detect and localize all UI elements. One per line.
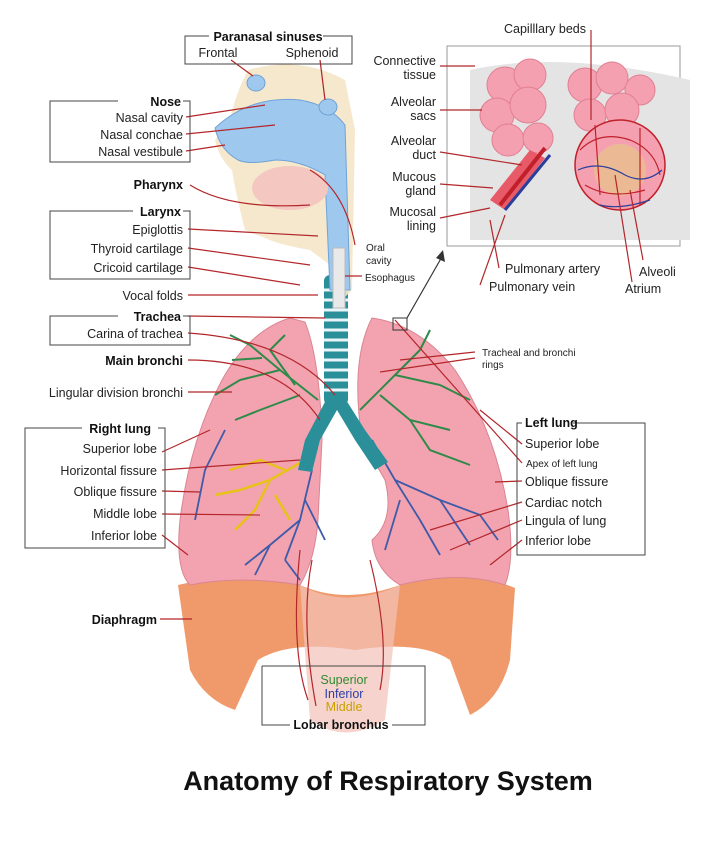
label-connective-tissue-1: Connective bbox=[373, 54, 436, 68]
label-thyroid-cartilage: Thyroid cartilage bbox=[91, 242, 183, 256]
label-trachea: Trachea bbox=[134, 310, 182, 324]
sphenoid-sinus-shape bbox=[318, 98, 338, 116]
label-superior-lobe-right: Superior lobe bbox=[83, 442, 157, 456]
label-esophagus: Esophagus bbox=[365, 273, 415, 284]
label-right-lung: Right lung bbox=[89, 422, 151, 436]
label-capillary-beds: Capilllary beds bbox=[504, 22, 586, 36]
label-lobar-middle: Middle bbox=[326, 700, 363, 714]
label-nasal-vestibule: Nasal vestibule bbox=[98, 145, 183, 159]
label-alveolar-sacs-2: sacs bbox=[410, 109, 436, 123]
page-title: Anatomy of Respiratory System bbox=[183, 766, 593, 796]
label-tracheal-rings-1: Tracheal and bronchi bbox=[482, 348, 576, 359]
label-tracheal-rings-2: rings bbox=[482, 360, 504, 371]
label-vocal-folds: Vocal folds bbox=[123, 289, 183, 303]
right-middle-bronchi bbox=[214, 458, 306, 531]
label-sphenoid: Sphenoid bbox=[286, 46, 339, 60]
label-lobar-superior: Superior bbox=[320, 673, 367, 687]
label-main-bronchi: Main bronchi bbox=[105, 354, 183, 368]
label-paranasal-sinuses: Paranasal sinuses bbox=[213, 30, 322, 44]
label-oblique-fissure-right: Oblique fissure bbox=[74, 485, 157, 499]
right-lung-shape bbox=[178, 317, 323, 586]
label-lobar-inferior: Inferior bbox=[325, 687, 364, 701]
label-nasal-conchae: Nasal conchae bbox=[100, 128, 183, 142]
label-oral-cavity-2: cavity bbox=[366, 256, 392, 267]
label-oblique-fissure-left: Oblique fissure bbox=[525, 475, 608, 489]
label-connective-tissue-2: tissue bbox=[403, 68, 436, 82]
label-mucous-gland-1: Mucous bbox=[392, 170, 436, 184]
label-mucosal-lining-2: lining bbox=[407, 219, 436, 233]
label-oral-cavity-1: Oral bbox=[366, 243, 385, 254]
leader-lines bbox=[160, 30, 644, 707]
label-lingular-division: Lingular division bronchi bbox=[49, 386, 183, 400]
label-atrium: Atrium bbox=[625, 282, 661, 296]
left-inferior-bronchi bbox=[371, 439, 499, 556]
frontal-sinus-shape bbox=[246, 74, 266, 92]
label-frontal: Frontal bbox=[199, 46, 238, 60]
main-bronchi-shape bbox=[298, 400, 388, 472]
label-inferior-lobe-left: Inferior lobe bbox=[525, 534, 591, 548]
label-superior-lobe-left: Superior lobe bbox=[525, 437, 599, 451]
label-mucosal-lining-1: Mucosal bbox=[389, 205, 436, 219]
label-pulmonary-vein: Pulmonary vein bbox=[489, 280, 575, 294]
label-nasal-cavity: Nasal cavity bbox=[116, 111, 184, 125]
label-inferior-lobe-right: Inferior lobe bbox=[91, 529, 157, 543]
label-cardiac-notch: Cardiac notch bbox=[525, 496, 602, 510]
label-lingula: Lingula of lung bbox=[525, 514, 606, 528]
label-apex-left-lung: Apex of left lung bbox=[526, 459, 598, 470]
nasal-airway-shape bbox=[214, 98, 351, 291]
alveolar-sacs-shape bbox=[479, 58, 656, 157]
label-horizontal-fissure: Horizontal fissure bbox=[60, 464, 157, 478]
esophagus-shape bbox=[332, 247, 346, 309]
label-mucous-gland-2: gland bbox=[405, 184, 436, 198]
label-brackets bbox=[24, 35, 646, 726]
label-left-lung: Left lung bbox=[525, 416, 578, 430]
label-epiglottis: Epiglottis bbox=[132, 223, 183, 237]
label-larynx: Larynx bbox=[140, 205, 181, 219]
label-diaphragm: Diaphragm bbox=[92, 613, 157, 627]
label-alveolar-duct-1: Alveolar bbox=[391, 134, 436, 148]
label-pharynx: Pharynx bbox=[134, 178, 183, 192]
label-alveoli: Alveoli bbox=[639, 265, 676, 279]
label-lobar-bronchus: Lobar bronchus bbox=[293, 718, 388, 732]
label-alveolar-sacs-1: Alveolar bbox=[391, 95, 436, 109]
label-carina: Carina of trachea bbox=[87, 327, 183, 341]
label-alveolar-duct-2: duct bbox=[412, 148, 436, 162]
label-middle-lobe: Middle lobe bbox=[93, 507, 157, 521]
label-cricoid-cartilage: Cricoid cartilage bbox=[93, 261, 183, 275]
label-nose: Nose bbox=[150, 95, 181, 109]
label-pulmonary-artery: Pulmonary artery bbox=[505, 262, 601, 276]
